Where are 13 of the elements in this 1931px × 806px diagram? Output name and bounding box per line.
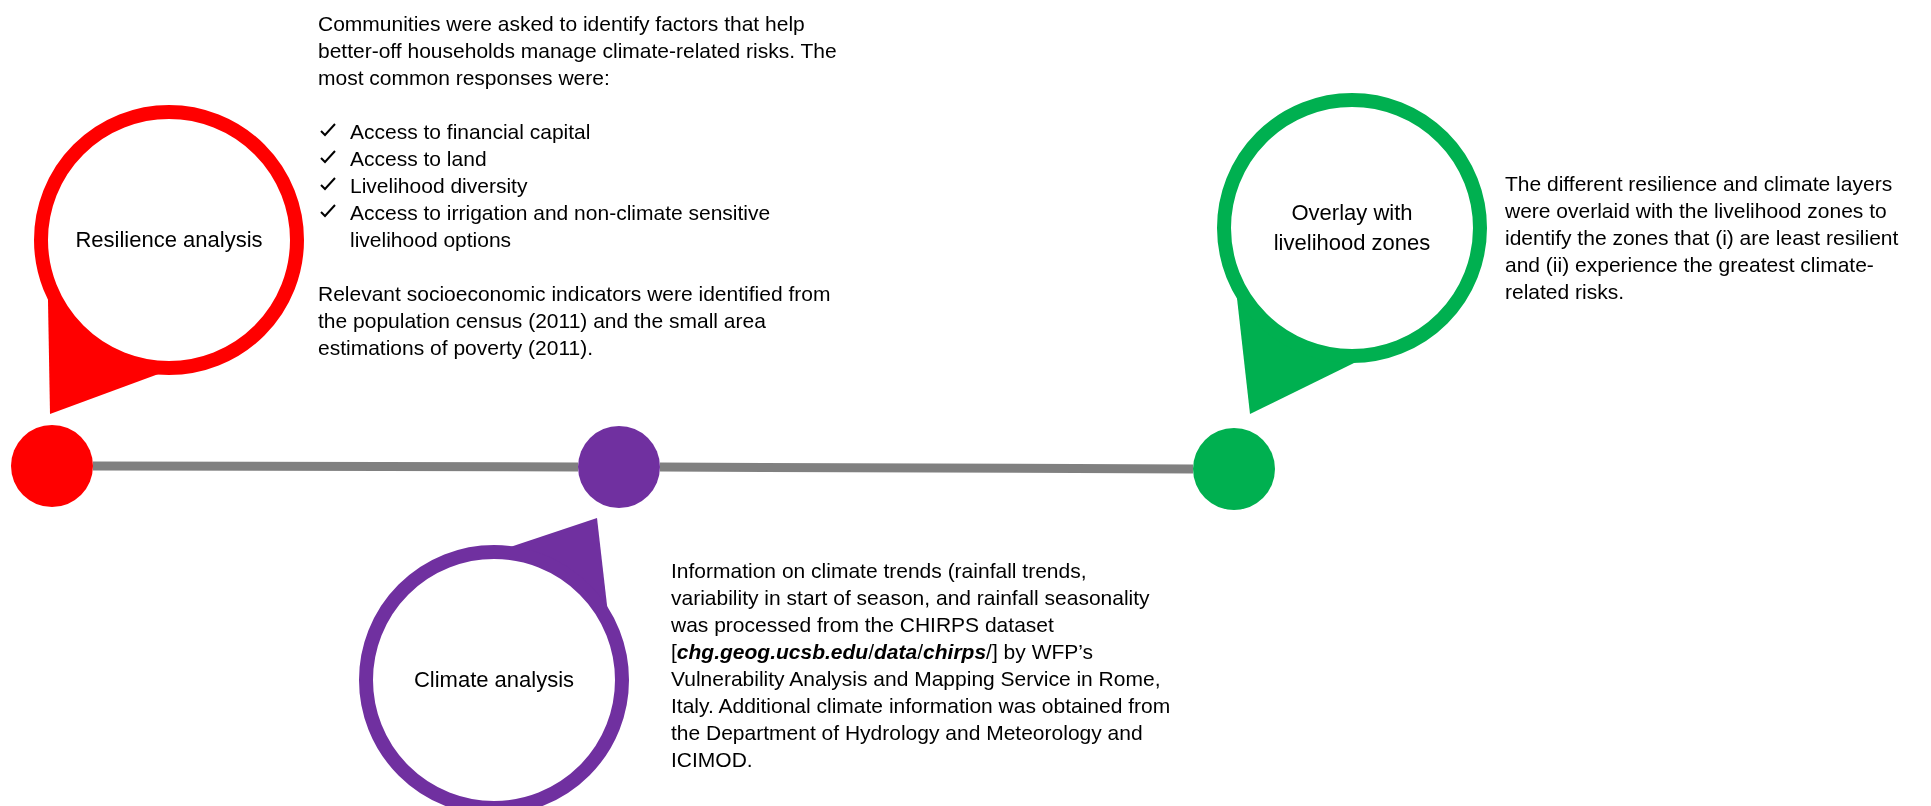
description-paragraph: Relevant socioeconomic indicators were identified from the population census (2011) and the small area estimations of poverty (2011). [318,281,832,361]
list-item: Access to irrigation and non-climate sensitive livelihood options [350,200,772,253]
list-item: Livelihood diversity [350,173,528,199]
pin-label: Overlay with livelihood zones [1272,199,1432,257]
pin-label: Resilience analysis [74,226,264,255]
description-paragraph: The different resilience and climate layers were overlaid with the livelihood zones to identify the zones that (i) are least resilient and (ii) experience the greatest climate-related risks. [1505,171,1900,305]
pin-label: Climate analysis [412,666,576,695]
list-item: Access to land [350,146,487,172]
description-paragraph: Communities were asked to identify factors that help better-off households manage climate-related risks. The most common responses were: [318,11,838,91]
timeline-line [660,462,1193,474]
timeline-line [93,461,578,472]
list-item: Access to financial capital [350,119,591,145]
description-paragraph: Information on climate trends (rainfall trends, variability in start of season, and rainfall seasonality was processed from the CHIRPS dataset [chg.geog.ucsb.edu/data/chirps/] by WFP’s Vulnerability Analysis and Mapping Service in Rome, Italy. Additional climate information was obtained from the Department of Hydrology and Meteorology and ICIMOD. [671,558,1171,773]
